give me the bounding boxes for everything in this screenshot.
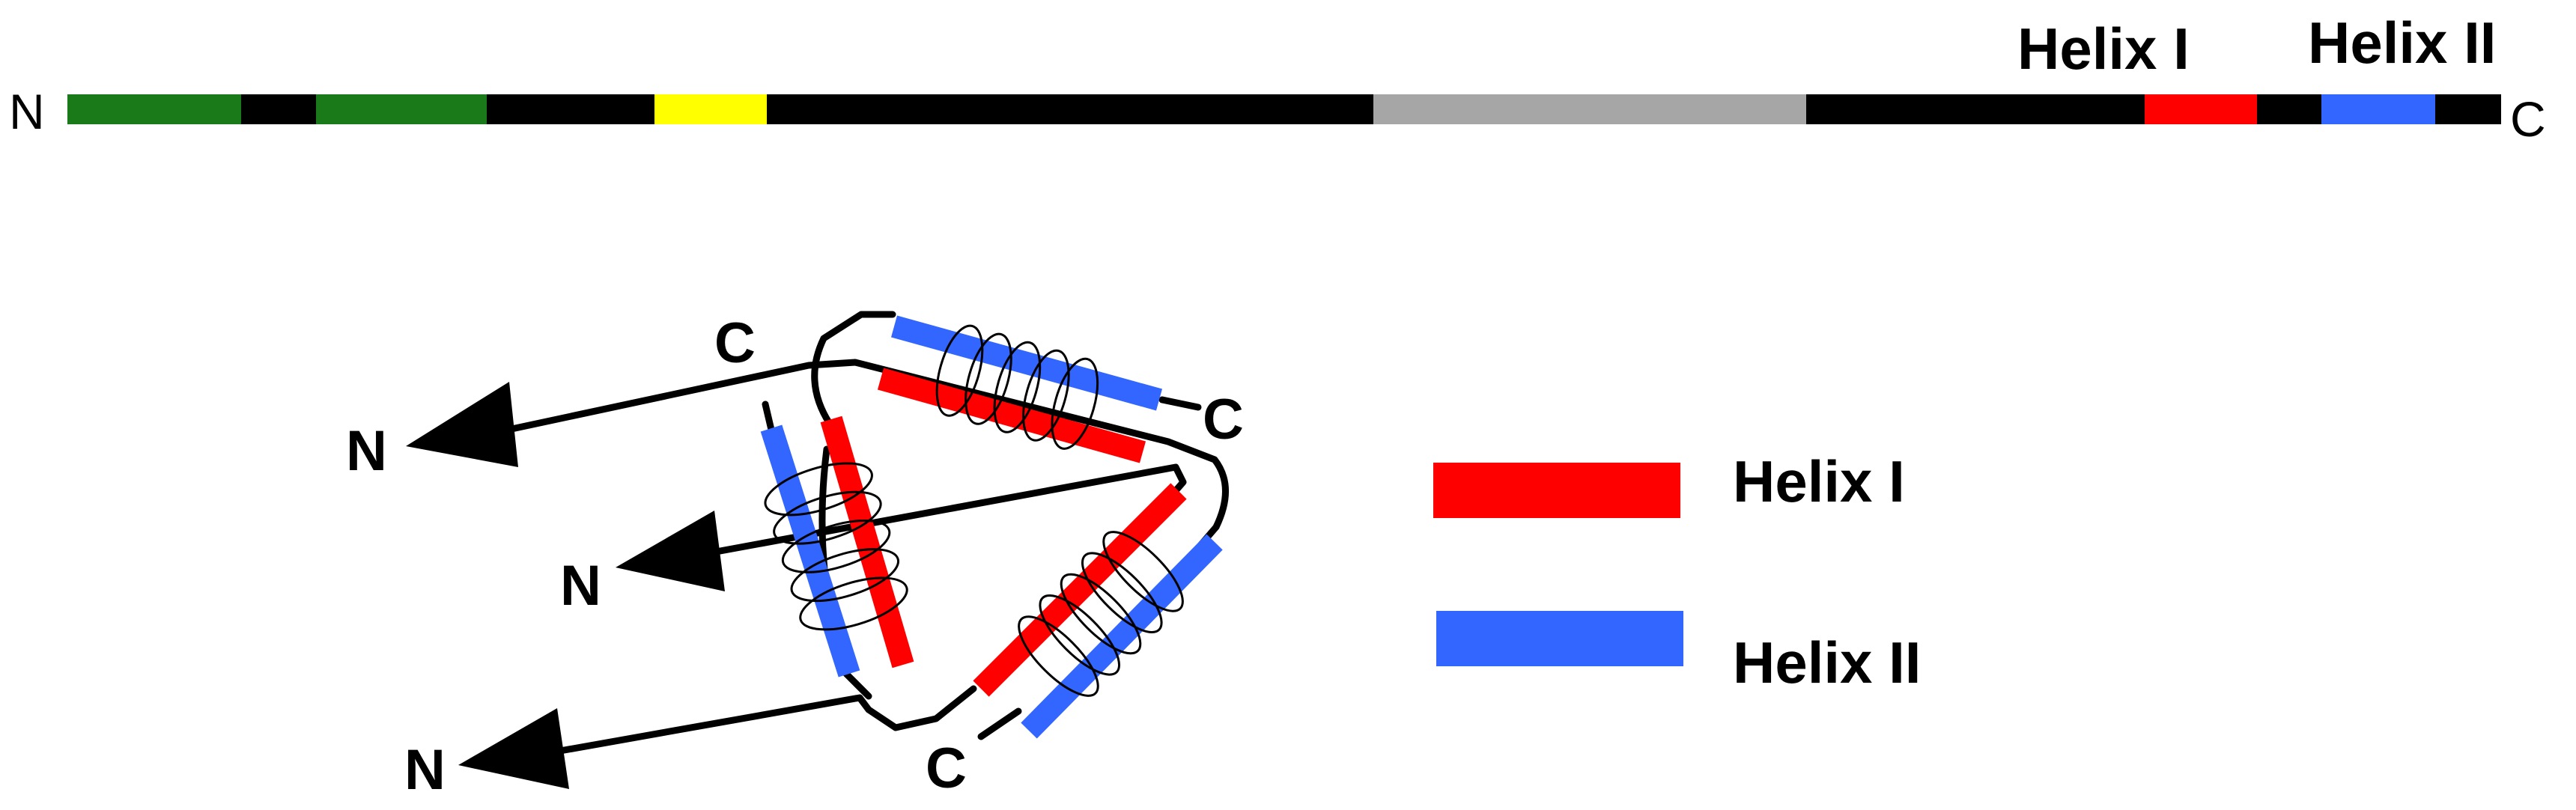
- helix-1-bar-label: Helix I: [2017, 16, 2190, 82]
- trimer-n-label-1: N: [346, 419, 387, 483]
- yellow-domain: [654, 94, 767, 124]
- helix-1-segment: [2145, 94, 2257, 124]
- helix-2-bar-label: Helix II: [2308, 10, 2496, 76]
- green-domain-1: [67, 94, 241, 124]
- coil-wrap-right: [1018, 531, 1184, 697]
- coil-wrap-top: [935, 324, 1099, 450]
- helix-2-bar-left: [760, 424, 860, 677]
- helix-2-bar-right: [1021, 534, 1223, 739]
- trimer-n-label-2: N: [560, 554, 601, 618]
- c-tail-1: [1158, 396, 1202, 411]
- trimer-schematic: N N N C C C: [346, 311, 1244, 802]
- legend-swatch-helix-2: [1436, 611, 1683, 666]
- n-arrowhead-2: [616, 511, 725, 591]
- legend: Helix I Helix II: [1433, 448, 1921, 695]
- n-terminus-label: N: [9, 84, 45, 139]
- helix-1-bar-left: [820, 415, 914, 669]
- coil-wrap-left: [764, 462, 908, 631]
- chain-loop-top: [811, 311, 896, 427]
- gray-domain: [1373, 94, 1806, 124]
- trimer-n-label-3: N: [404, 738, 446, 802]
- c-terminus-label: C: [2510, 91, 2546, 147]
- c-tail-3: [977, 707, 1022, 740]
- legend-label-helix-2: Helix II: [1733, 630, 1921, 695]
- trimer-c-label-3: C: [926, 737, 967, 800]
- helix-1-bar-right: [973, 483, 1187, 697]
- legend-swatch-helix-1: [1433, 463, 1680, 518]
- legend-label-helix-1: Helix I: [1733, 448, 1905, 514]
- chain-3-path: [535, 685, 977, 758]
- trimer-c-label-1: C: [714, 311, 756, 375]
- helix-1-bar-top: [877, 368, 1146, 463]
- n-arrowhead-3: [458, 708, 569, 789]
- n-arrowhead-1: [406, 382, 518, 467]
- trimer-c-label-2: C: [1203, 388, 1244, 451]
- c-tail-2: [762, 401, 775, 433]
- chain-1-path: [490, 359, 1229, 552]
- green-domain-2: [316, 94, 487, 124]
- sequence-bar: N C Helix I Helix II: [9, 10, 2546, 147]
- helix-2-segment: [2321, 94, 2435, 124]
- helix-2-bar-top: [890, 315, 1163, 411]
